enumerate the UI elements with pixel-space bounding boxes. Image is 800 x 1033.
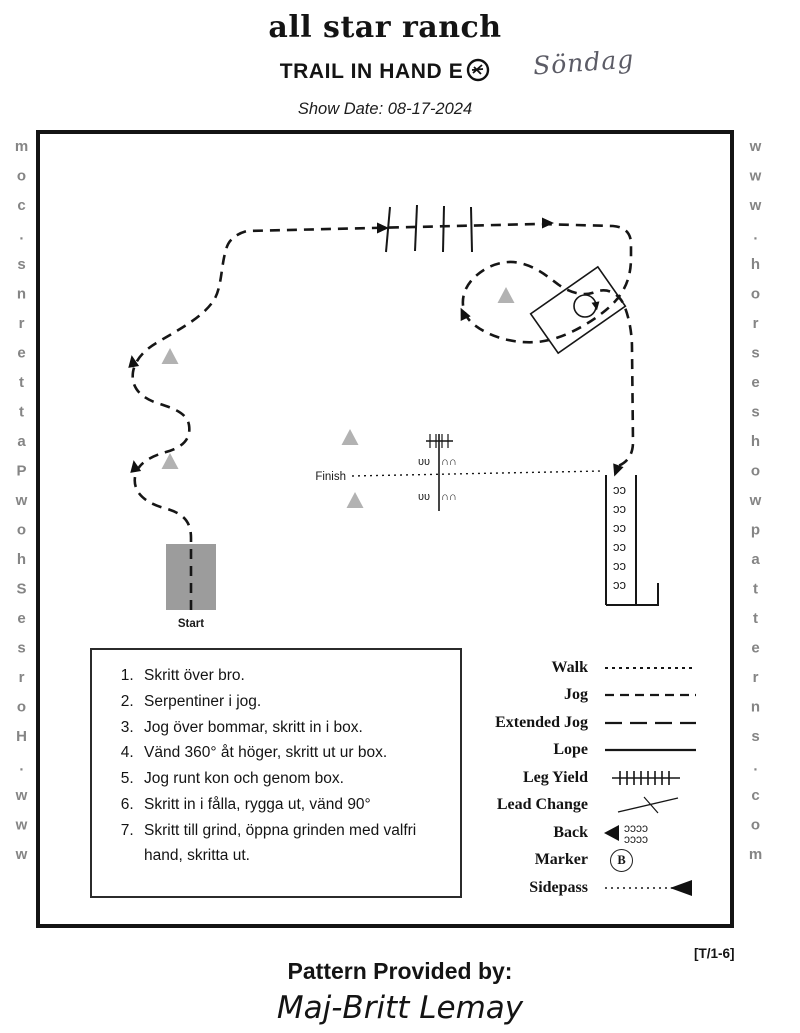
back-loops-row: ɔɔɔɔ (624, 821, 648, 835)
legend-label: Extended Jog (495, 713, 588, 731)
gate-post (636, 583, 659, 606)
course-path (131, 222, 635, 610)
marker-icon: B (600, 848, 714, 872)
watermark-left: moc.snrettaPwohSesroH.www (13, 138, 30, 876)
sidepass-icon (600, 878, 714, 898)
legend-label: Sidepass (529, 878, 588, 896)
pen-loops: ɔɔ (613, 558, 626, 573)
instruction-item: Jog runt kon och genom box. (138, 767, 446, 792)
backing-pen: ɔɔ ɔɔ ɔɔ ɔɔ ɔɔ ɔɔ (605, 475, 659, 606)
cone (497, 287, 515, 303)
walk-line-icon (600, 658, 714, 678)
legend-label: Walk (551, 658, 588, 676)
lead-change-icon (600, 795, 714, 815)
cone (346, 492, 364, 508)
legend-label: Back (553, 823, 588, 841)
instruction-item: Skritt in i fålla, rygga ut, vänd 90° (138, 793, 446, 818)
instruction-item: Skritt till grind, öppna grinden med val… (138, 819, 446, 869)
legend-row-extended-jog: Extended Jog (458, 709, 714, 737)
instruction-item: Vänd 360° åt höger, skritt ut ur box. (138, 741, 446, 766)
class-title: TRAIL IN HAND E (0, 58, 770, 88)
instructions-box: Skritt över bro. Serpentiner i jog. Jog … (90, 648, 462, 898)
legend-row-lead-change: Lead Change (458, 792, 714, 820)
back-through-obstacle: υυ ∩∩ υυ ∩∩ (418, 434, 457, 511)
start-label: Start (178, 618, 204, 630)
legend-row-lope: Lope (458, 737, 714, 765)
legend-label: Lope (553, 741, 588, 759)
back-loops-row: ɔɔɔɔ (624, 832, 648, 845)
legend-row-walk: Walk (458, 654, 714, 682)
pen-loops: ɔɔ (613, 501, 626, 516)
instruction-item: Serpentiner i jog. (138, 690, 446, 715)
legend-row-back: Back ɔɔɔɔ ɔɔɔɔ (458, 819, 714, 847)
provided-by-label: Pattern Provided by: (287, 958, 513, 984)
legend: Walk Jog Extended Jog Lope Leg Yield (458, 654, 714, 902)
leg-yield-icon (600, 768, 714, 788)
obstacle-loops: ∩∩ (441, 491, 457, 503)
instruction-item: Skritt över bro. (138, 664, 446, 689)
instruction-item: Jog över bommar, skritt in i box. (138, 716, 446, 741)
class-number-scribble-icon (466, 58, 490, 88)
turn-360-arrow (591, 301, 600, 311)
jog-line-icon (600, 685, 714, 705)
turn-360-circle (573, 294, 597, 318)
legend-row-leg-yield: Leg Yield (458, 764, 714, 792)
sheet-reference: [T/1-6] (694, 946, 735, 961)
direction-arrows (128, 217, 624, 477)
cone (341, 429, 359, 445)
cones (161, 287, 515, 508)
ranch-title: all star ranch (268, 10, 502, 45)
trot-poles (385, 204, 473, 253)
legend-row-jog: Jog (458, 682, 714, 710)
marker-letter: B (610, 848, 633, 872)
legend-label: Marker (534, 851, 588, 869)
lope-line-icon (600, 740, 714, 760)
pen-loops: ɔɔ (613, 577, 626, 592)
legend-label: Jog (564, 686, 588, 704)
obstacle-loops: υυ (418, 491, 430, 503)
pen-loops: ɔɔ (613, 482, 626, 497)
legend-label: Lead Change (496, 796, 588, 814)
instructions-list: Skritt över bro. Serpentiner i jog. Jog … (92, 664, 460, 868)
back-icon: ɔɔɔɔ ɔɔɔɔ (600, 821, 714, 845)
turn-box (529, 265, 627, 355)
pen-loops: ɔɔ (613, 520, 626, 535)
show-date: Show Date: 08-17-2024 (297, 100, 473, 118)
watermark-right: www.horseshowpatterns.com (747, 138, 764, 876)
cone (161, 348, 179, 364)
pen-loops: ɔɔ (613, 539, 626, 554)
finish-label: Finish (315, 471, 346, 483)
course-drawing: Start (128, 204, 659, 630)
provider-name: Maj-Britt Lemay (276, 990, 524, 1026)
obstacle-loops: υυ (418, 456, 430, 468)
cone (161, 453, 179, 469)
legend-row-marker: Marker B (458, 847, 714, 875)
extended-jog-line-icon (600, 713, 714, 733)
legend-label: Leg Yield (522, 768, 588, 786)
obstacle-loops: ∩∩ (441, 456, 457, 468)
legend-row-sidepass: Sidepass (458, 874, 714, 902)
finish-line (351, 470, 603, 477)
class-title-text: TRAIL IN HAND E (279, 60, 464, 83)
